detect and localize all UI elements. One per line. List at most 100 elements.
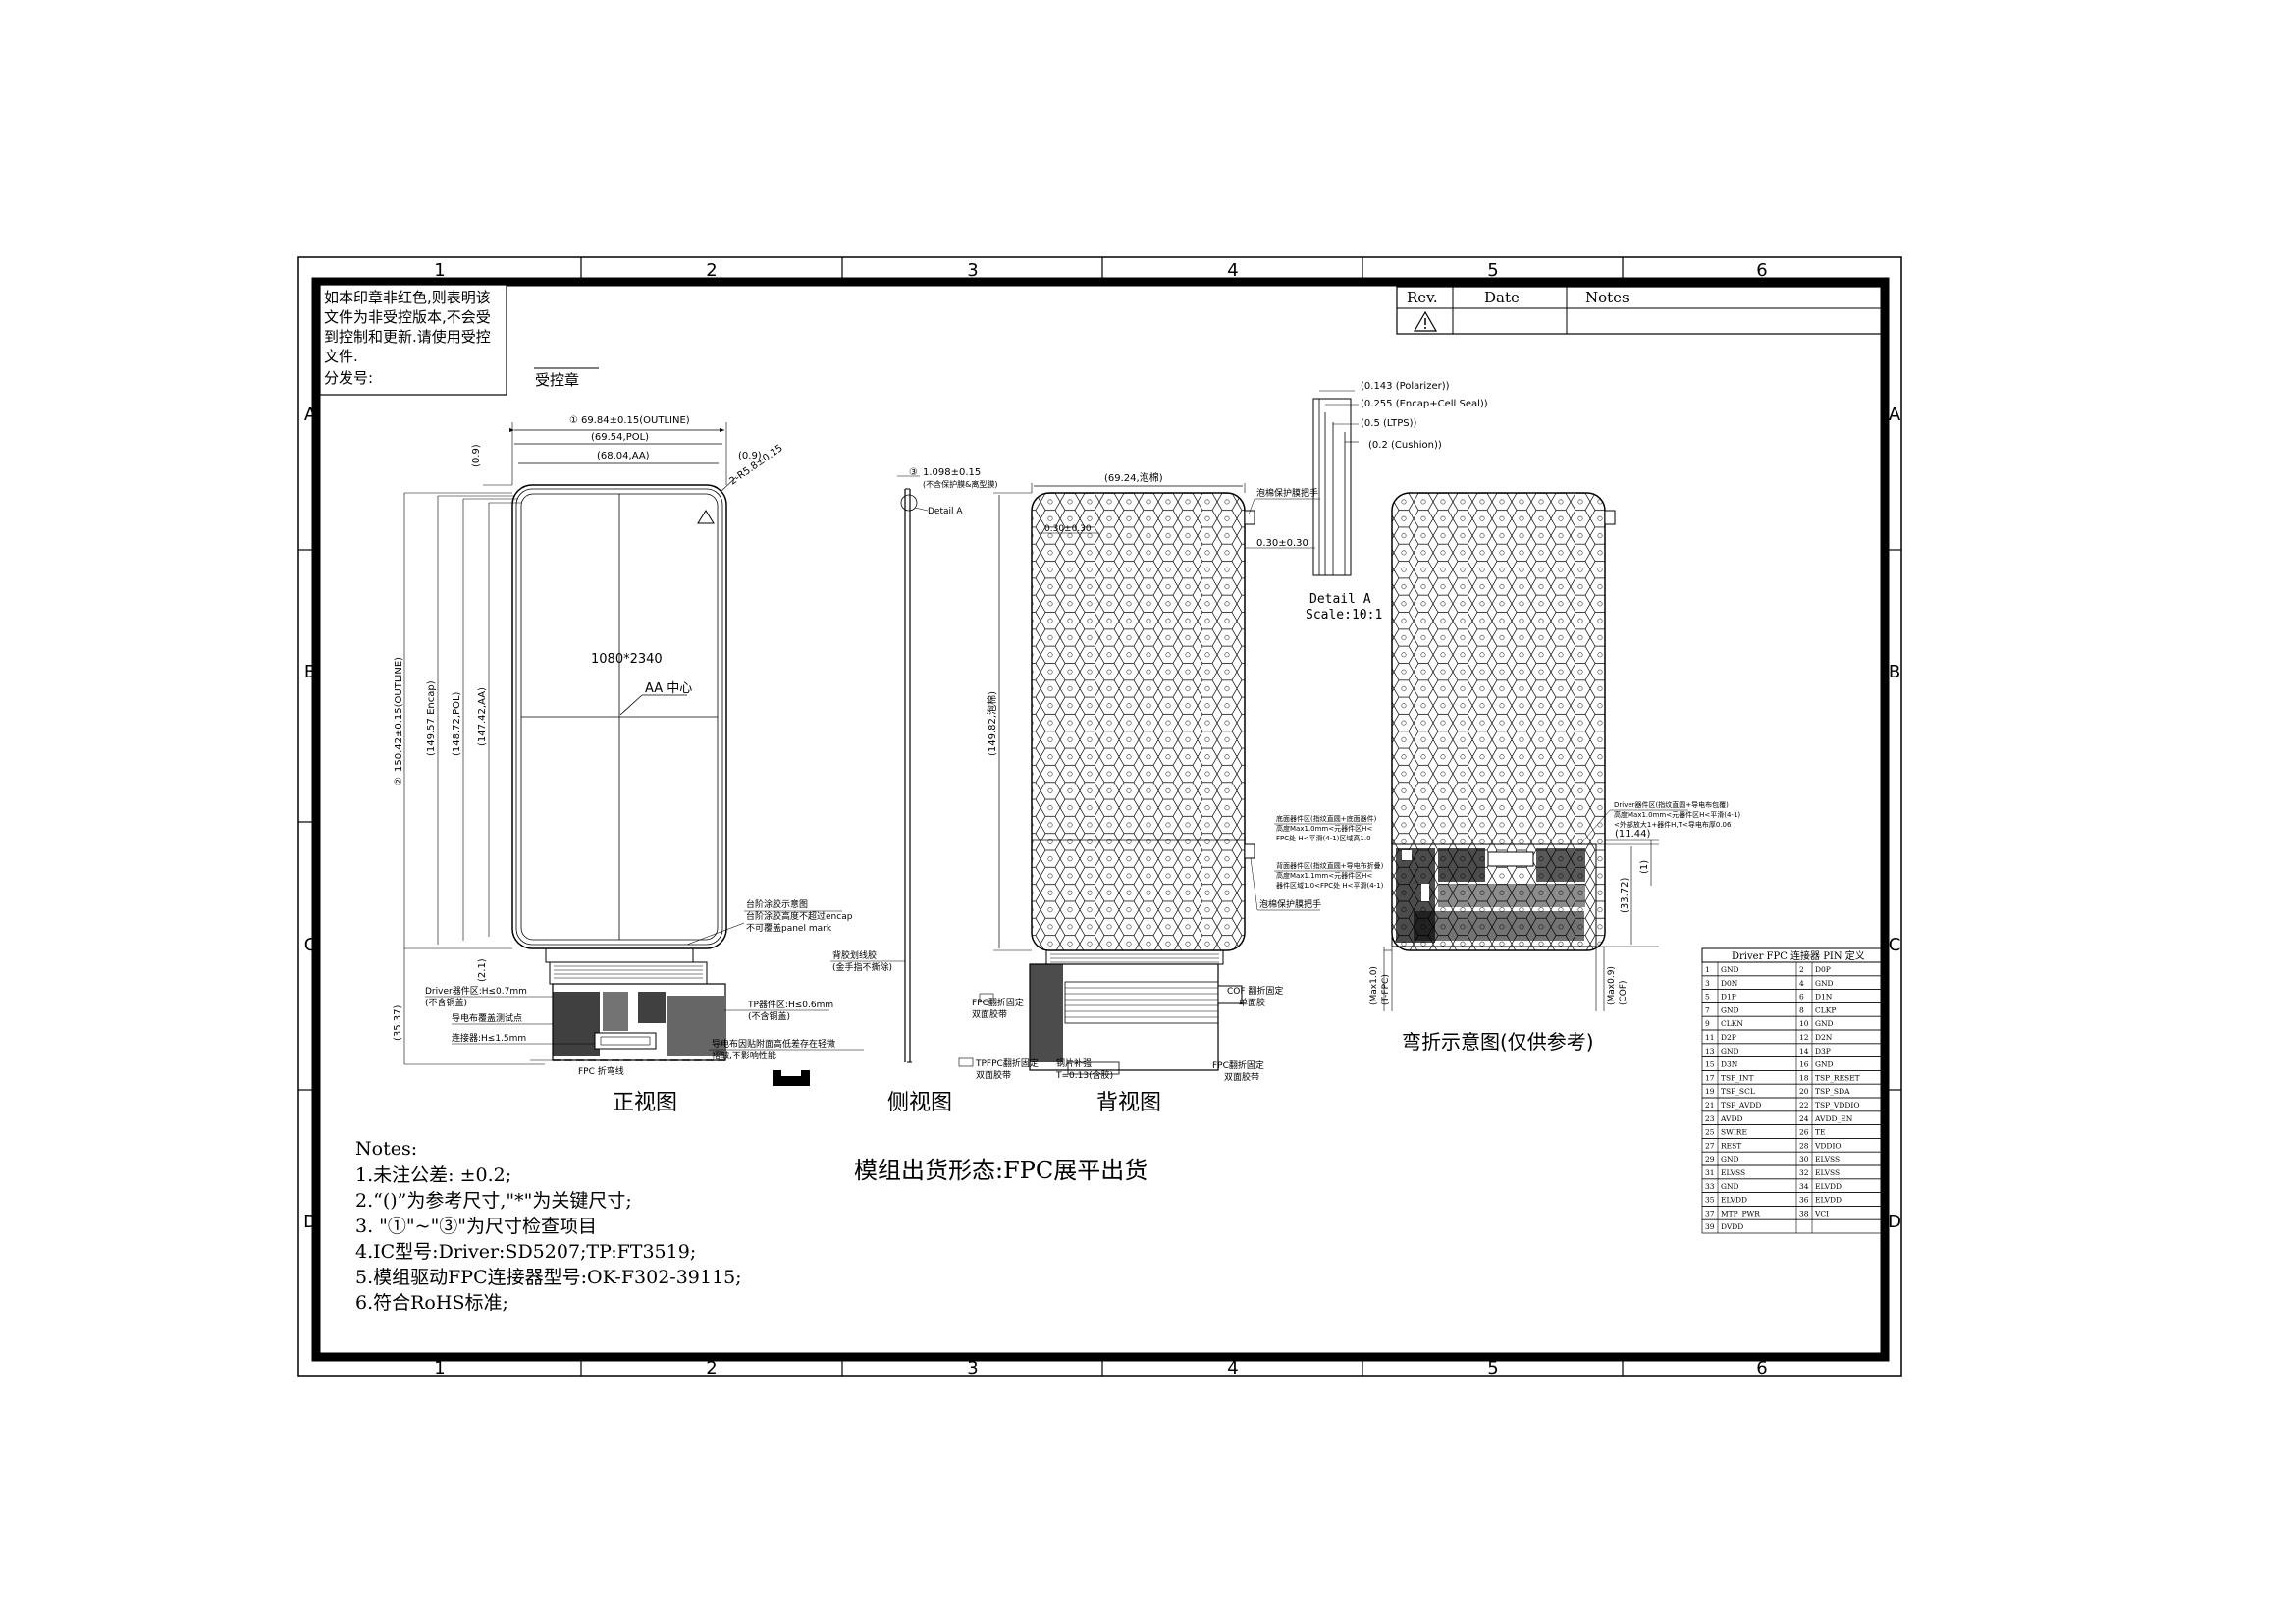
pin-cell: GND xyxy=(1815,1060,1834,1069)
bend-dim-b: (1) xyxy=(1639,860,1650,874)
pin-cell: 23 xyxy=(1705,1114,1715,1123)
pin-cell: TSP_INT xyxy=(1721,1073,1753,1082)
bend-dim-max1: (Max1.0) xyxy=(1369,966,1379,1005)
pin-cell: D1N xyxy=(1815,993,1833,1001)
back-foam-area xyxy=(1031,492,1246,951)
dim-top-gap: (0.9) xyxy=(471,444,482,467)
pin-cell: 16 xyxy=(1799,1060,1809,1069)
layer-polarizer: (0.143 (Polarizer)) xyxy=(1361,381,1450,392)
distribution-label: 分发号: xyxy=(324,369,373,387)
pin-cell: TSP_VDDIO xyxy=(1815,1101,1860,1110)
inner-frame xyxy=(311,277,1890,1362)
notes-header: Notes xyxy=(1585,289,1629,306)
pin-cell: 7 xyxy=(1705,1005,1710,1014)
cof-fold-note-2: 单面胶 xyxy=(1239,997,1265,1008)
back-glue-note-1: 背胶划线胶 xyxy=(832,949,877,961)
detail-a: (0.143 (Polarizer)) (0.255 (Encap+Cell S… xyxy=(1306,381,1488,623)
detail-a-scale: Scale:10:1 xyxy=(1306,608,1382,623)
grid-ticks xyxy=(298,257,1901,1376)
bend-driver-zone-1: Driver器件区(指纹直圆+导电布包覆) xyxy=(1614,800,1729,809)
row-left-3: D xyxy=(303,1212,317,1232)
pin-cell: 28 xyxy=(1799,1141,1809,1150)
dim-aa-width: (68.04,AA) xyxy=(597,451,650,461)
pin-cell: 20 xyxy=(1799,1087,1809,1096)
pin-cell: 4 xyxy=(1799,979,1804,988)
steel-stiffener-note-1: 钢片补强 xyxy=(1056,1057,1092,1069)
foam-tab-bottom xyxy=(1244,843,1255,859)
row-right-1: B xyxy=(1889,662,1900,682)
pin-cell: TSP_AVDD xyxy=(1721,1101,1761,1110)
detail-a-marker xyxy=(900,494,918,512)
circle-mark-2: ② xyxy=(394,777,404,785)
pin-cell: D2N xyxy=(1815,1033,1833,1042)
fpc-bend-line-label: FPC 折弯线 xyxy=(578,1065,624,1077)
tp-zone-note-2: (不含铜盖) xyxy=(748,1010,790,1022)
bend-foam-area xyxy=(1391,492,1606,951)
tp-zone-note-1: TP器件区:H≤0.6mm xyxy=(747,999,833,1010)
tp-fold-note-1: TPFPC翻折固定 xyxy=(975,1057,1039,1069)
dim-offset-1: 0.30±0.30 xyxy=(1044,524,1092,534)
driver-zone-note-2: (不含铜盖) xyxy=(425,997,467,1008)
bend-dim-a: (11.44) xyxy=(1615,829,1651,839)
outer-frame xyxy=(297,256,1902,1377)
cof-fold-note-1: COF 翻折固定 xyxy=(1227,985,1283,997)
side-view-title: 侧视图 xyxy=(887,1091,952,1115)
note-6: 6.符合RoHS标准; xyxy=(355,1292,508,1314)
col-bottom-2: 3 xyxy=(967,1358,978,1379)
pin-cell: ELVDD xyxy=(1815,1196,1842,1205)
dim-corner-radius: 2-R5.8±0.15 xyxy=(727,443,784,487)
revision-table: Rev. Date Notes xyxy=(1396,286,1884,335)
pin-cell: 30 xyxy=(1799,1155,1809,1164)
note-4: 4.IC型号:Driver:SD5207;TP:FT3519; xyxy=(355,1241,696,1263)
pin-cell: 2 xyxy=(1799,965,1804,974)
col-top-5: 6 xyxy=(1756,260,1767,281)
pin-cell: TSP_RESET xyxy=(1815,1073,1860,1082)
steel-stiffener-note-2: T=0.13(含胶) xyxy=(1055,1069,1113,1081)
bend-dim-c: (33.72) xyxy=(1620,877,1630,913)
foam-tab-top xyxy=(1244,510,1255,525)
pin-cell: ELVSS xyxy=(1815,1155,1840,1164)
pin-cell: 34 xyxy=(1799,1182,1809,1191)
date-header: Date xyxy=(1484,289,1520,306)
pin-cell: 24 xyxy=(1799,1114,1809,1123)
pin-cell: TSP_SCL xyxy=(1721,1087,1755,1096)
controlled-stamp-label: 受控章 xyxy=(535,371,579,389)
row-left-2: C xyxy=(304,935,317,955)
tp-fold-note-2: 双面胶带 xyxy=(976,1069,1011,1081)
row-right-0: A xyxy=(1889,405,1901,425)
pin-cell: 38 xyxy=(1799,1209,1809,1218)
foam-fold-note-2: 褶皱,不影响性能 xyxy=(712,1050,776,1061)
notes-heading: Notes: xyxy=(355,1138,417,1160)
pin-cell: 8 xyxy=(1799,1005,1804,1014)
pin-cell: 31 xyxy=(1705,1168,1715,1177)
pin-cell: 32 xyxy=(1799,1168,1809,1177)
bend-dim-max2: (Max0.9) xyxy=(1607,966,1617,1005)
pin-table-title: Driver FPC 连接器 PIN 定义 xyxy=(1732,949,1865,962)
stamp-line-2: 文件为非受控版本,不会受 xyxy=(324,308,491,326)
pin-cell: 9 xyxy=(1705,1019,1710,1028)
dim-bottom-gap: (2.1) xyxy=(477,958,488,982)
pin-cell: GND xyxy=(1721,1155,1739,1164)
top-zone-note-2: 高度Max1.1mm<元器件区H< xyxy=(1276,871,1372,880)
foam-fold-note-1: 导电布因贴附面高低差存在轻微 xyxy=(712,1038,835,1050)
bend-view-title: 弯折示意图(仅供参考) xyxy=(1402,1030,1594,1054)
circle-mark-3: ③ xyxy=(909,467,918,478)
pin-cell: REST xyxy=(1721,1141,1741,1150)
pin-cell: 33 xyxy=(1705,1182,1715,1191)
pin-cell: D3N xyxy=(1721,1060,1738,1069)
detail-a-label: Detail A xyxy=(1309,592,1371,607)
resolution-label: 1080*2340 xyxy=(591,652,663,667)
pin-cell: 19 xyxy=(1705,1087,1715,1096)
pin-cell: CLKN xyxy=(1721,1019,1743,1028)
pin-cell: GND xyxy=(1721,1005,1739,1014)
stamp-line-1: 如本印章非红色,则表明该 xyxy=(324,289,491,306)
fpc-fold-note-1: FPC翻折固定 xyxy=(972,997,1024,1008)
pin-cell: 25 xyxy=(1705,1128,1715,1137)
row-right-2: C xyxy=(1889,935,1901,955)
fpc-fold-note-3: FPC翻折固定 xyxy=(1212,1059,1264,1071)
pin-cell: 5 xyxy=(1705,993,1710,1001)
